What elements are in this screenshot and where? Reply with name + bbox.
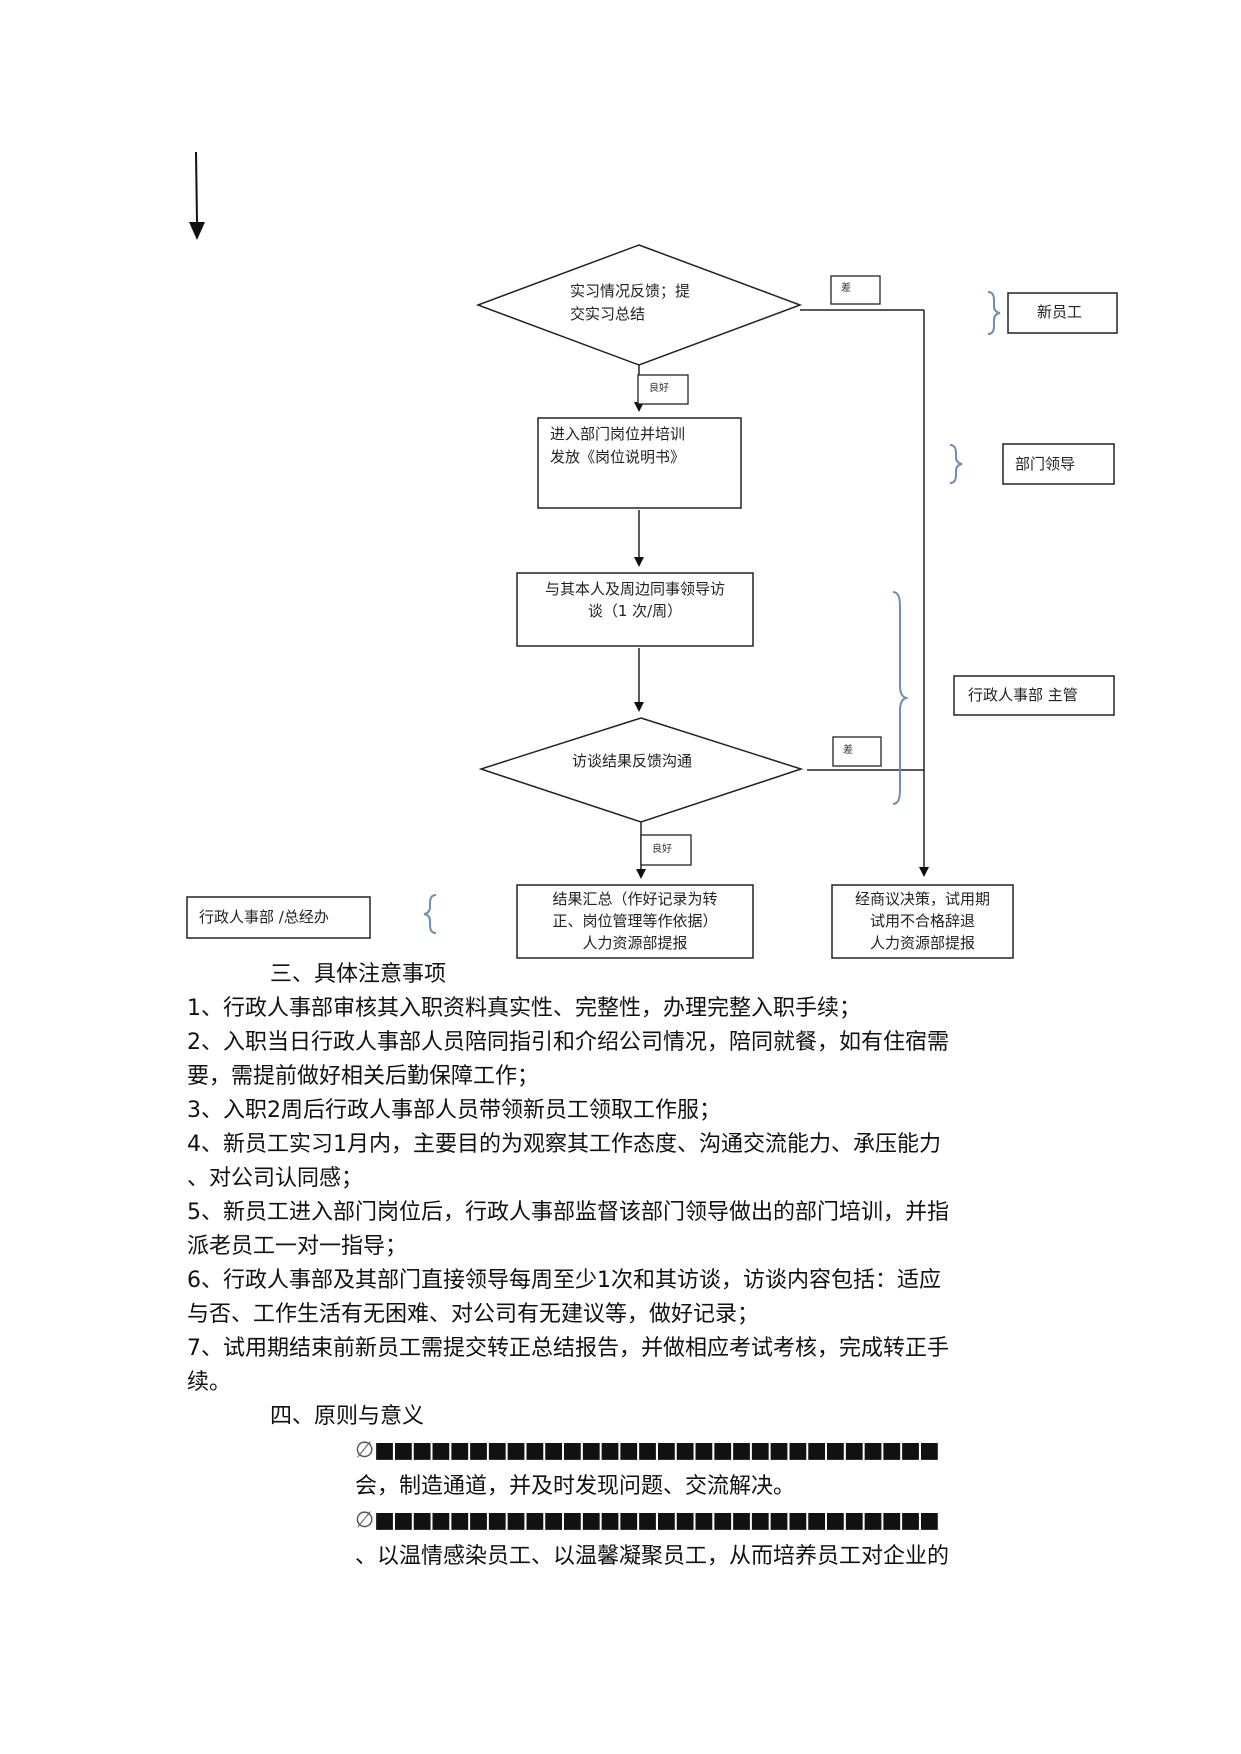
section4-heading: 四、原则与意义 [270, 1404, 425, 1429]
brace-hr-gm [423, 894, 437, 934]
section3-line-4: 3、入职2周后行政人事部人员带领新员工领取工作服； [187, 1098, 721, 1123]
box-enter-dept-line-1: 进入部门岗位并培训 [550, 425, 686, 443]
section3-line-9: 6、行政人事部及其部门直接领导每周至少1次和其访谈，访谈内容包括：适应 [187, 1268, 941, 1293]
section3-heading: 三、具体注意事项 [270, 962, 447, 987]
box-interview-line-2: 谈（1 次/周） [587, 602, 683, 620]
box-enter-dept-line-2: 发放《岗位说明书》 [550, 448, 686, 466]
section3-line-1: 1、行政人事部审核其入职资料真实性、完整性，办理完整入职手续； [187, 996, 861, 1021]
box-summary-line-2: 正、岗位管理等作依据） [552, 912, 718, 930]
bad-label-box-1 [830, 275, 881, 305]
diamond-feedback-line-2: 交实习总结 [570, 305, 646, 323]
good-label-box-1 [637, 374, 689, 405]
section4-item-1: ∅■■■■■■■■■■■■■■■■■■■■■■■■■■■■■■ [355, 1434, 940, 1468]
bullet-glyph-1: ∅ [355, 1438, 375, 1463]
brace-dept-leader [949, 444, 963, 484]
bad-label-box-2 [832, 736, 882, 767]
section3-line-3: 要，需提前做好相关后勤保障工作； [187, 1064, 540, 1089]
diamond-interview-result-label: 访谈结果反馈沟通 [572, 752, 693, 770]
role-new-employee: 新员工 [1037, 303, 1083, 321]
bullet-glyph-2: ∅ [355, 1508, 375, 1533]
diamond-feedback-line-1: 实习情况反馈；提 [570, 282, 691, 300]
role-box-hr-gm [186, 896, 371, 939]
section4-item-2-cont: 、以温情感染员工、以温馨凝聚员工，从而培养员工对企业的 [355, 1544, 950, 1569]
good-label-1: 良好 [649, 383, 669, 394]
section3-line-11: 7、试用期结束前新员工需提交转正总结报告，并做相应考试考核，完成转正手 [187, 1336, 949, 1361]
bad-label-1: 差 [841, 283, 851, 294]
box-summary [516, 884, 754, 959]
box-interview-line-1: 与其本人及周边同事领导访 [544, 580, 725, 598]
role-box-hr-supervisor [953, 675, 1115, 716]
section4-item-1-cont: 会，制造通道，并及时发现问题、交流解决。 [355, 1474, 796, 1499]
role-dept-leader: 部门领导 [1015, 455, 1076, 473]
good-label-box-2 [640, 834, 692, 866]
box-interview [516, 572, 754, 647]
section3-line-7: 5、新员工进入部门岗位后，行政人事部监督该部门领导做出的部门培训，并指 [187, 1200, 949, 1225]
section3-line-10: 与否、工作生活有无困难、对公司有无建议等，做好记录； [187, 1302, 760, 1327]
role-box-new-employee [1007, 292, 1118, 334]
brace-hr-supervisor [892, 591, 910, 805]
box-decision [831, 884, 1014, 959]
role-hr-gm: 行政人事部 /总经办 [199, 908, 329, 926]
box-enter-dept [537, 417, 742, 509]
box-decision-line-2: 试用不合格辞退 [869, 912, 975, 930]
section3-line-6: 、对公司认同感； [187, 1166, 364, 1191]
garbled-text-1: ■■■■■■■■■■■■■■■■■■■■■■■■■■■■■■ [374, 1438, 940, 1463]
brace-new-employee [987, 291, 1001, 335]
box-decision-line-1: 经商议决策，试用期 [854, 890, 990, 908]
good-label-2: 良好 [652, 844, 672, 855]
section3-line-5: 4、新员工实习1月内，主要目的为观察其工作态度、沟通交流能力、承压能力 [187, 1132, 941, 1157]
section3-line-12: 续。 [187, 1370, 232, 1395]
role-hr-supervisor: 行政人事部 主管 [968, 686, 1078, 704]
box-summary-line-3: 人力资源部提报 [582, 934, 688, 952]
garbled-text-2: ■■■■■■■■■■■■■■■■■■■■■■■■■■■■■■ [374, 1508, 940, 1533]
role-box-dept-leader [1002, 443, 1115, 485]
bad-label-2: 差 [843, 745, 853, 756]
section3-line-2: 2、入职当日行政人事部人员陪同指引和介绍公司情况，陪同就餐，如有住宿需 [187, 1030, 949, 1055]
section3-line-8: 派老员工一对一指导； [187, 1234, 408, 1259]
box-summary-line-1: 结果汇总（作好记录为转 [552, 890, 718, 908]
top-down-arrow-icon [189, 151, 205, 240]
box-decision-line-3: 人力资源部提报 [869, 934, 975, 952]
section4-item-2: ∅■■■■■■■■■■■■■■■■■■■■■■■■■■■■■■ [355, 1504, 940, 1538]
